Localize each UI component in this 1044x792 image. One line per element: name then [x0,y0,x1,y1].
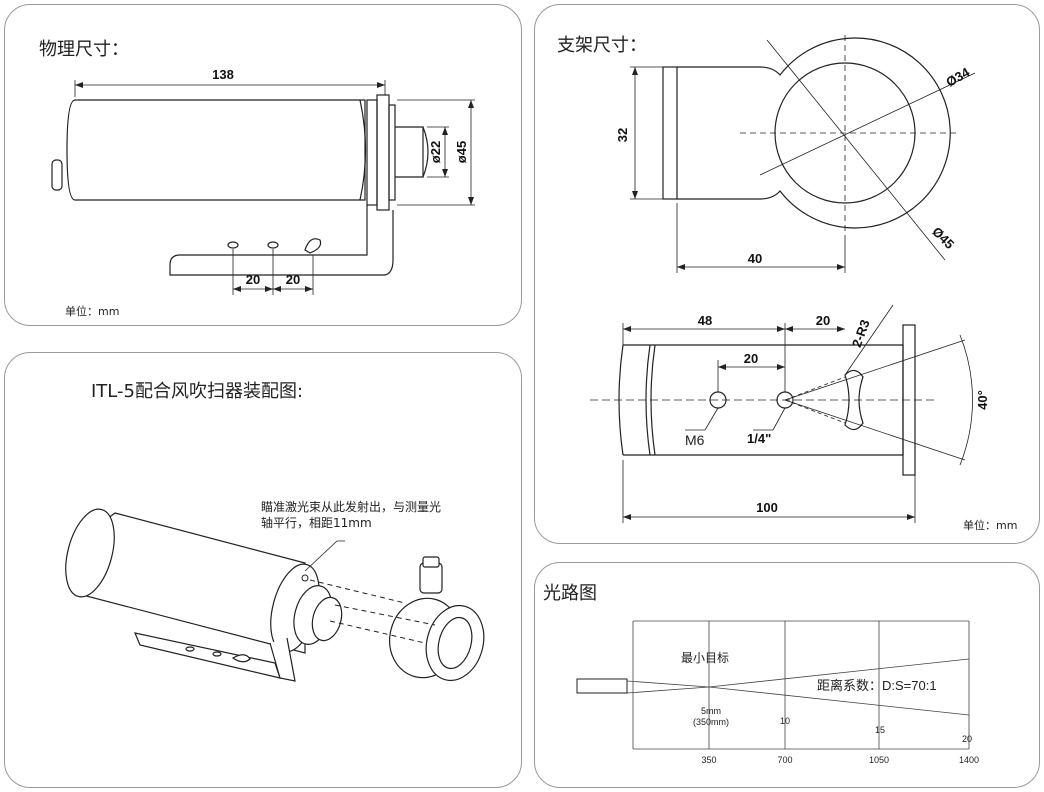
optical-path-chart: 最小目标 距离系数：D:S=70:1 5mm (350mm) 10 15 20 … [576,620,979,765]
diameter-34-label: Ø34 [943,64,972,90]
tick-700-label: 700 [777,755,792,765]
bracket-dimensions-title: 支架尺寸： [557,35,647,56]
spot-5mm-distance-label: (350mm) [693,717,729,727]
min-target-label: 最小目标 [681,651,729,665]
unit-label: 单位：mm [65,305,120,318]
diameter-45-label: Ø45 [929,224,957,252]
assembly-title: ITL-5配合风吹扫器装配图: [91,381,304,402]
laser-note-line2: 轴平行，相距11mm [261,516,372,530]
height-32-label: 32 [615,128,630,142]
optical-path-panel: 光路图 最小目标 距离系数：D:S=70:1 5mm (350mm) 10 15… [534,562,1040,788]
optical-path-title: 光路图 [543,583,597,604]
tick-1050-label: 1050 [869,755,889,765]
bracket-dimensions-panel: 支架尺寸： 32 40 Ø34 Ø45 [534,4,1040,544]
spot-15-label: 15 [875,725,885,735]
diameter-45-label: ø45 [454,141,469,163]
angle-40-label: 40° [975,390,990,410]
laser-note: 瞄准激光束从此发射出，与测量光 轴平行，相距11mm [261,499,441,531]
physical-dimensions-panel: 物理尺寸： [4,4,522,326]
tick-1400-label: 1400 [959,755,979,765]
quarter-inch-label: 1/4" [747,431,771,446]
bracket-dimension-drawing: 32 40 Ø34 Ø45 [590,35,990,523]
length-138-label: 138 [212,67,234,82]
length-20-hole-label: 20 [744,351,758,366]
assembly-panel: ITL-5配合风吹扫器装配图: 瞄准激光束从此发射出，与测量光 轴平行，相距11… [4,352,522,788]
spot-10-label: 10 [780,716,790,726]
spot-5mm-label: 5mm [701,706,721,716]
diameter-22-label: ø22 [428,141,443,163]
width-40-label: 40 [748,251,762,266]
gap-20-left-label: 20 [246,272,260,287]
distance-ratio-label: 距离系数：D:S=70:1 [817,678,937,693]
tick-350-label: 350 [701,755,716,765]
bracket-unit-label: 单位：mm [963,519,1018,532]
m6-label: M6 [685,432,705,448]
sensor-dimension-drawing: 138 ø22 ø45 20 20 [51,67,475,295]
physical-dimensions-title: 物理尺寸： [39,39,129,60]
gap-20-right-label: 20 [286,272,300,287]
length-48-label: 48 [698,313,712,328]
laser-note-line1: 瞄准激光束从此发射出，与测量光 [261,500,442,514]
length-20-top-label: 20 [816,313,830,328]
spot-20-label: 20 [962,734,972,744]
assembly-drawing [65,508,485,682]
length-100-label: 100 [756,500,778,515]
